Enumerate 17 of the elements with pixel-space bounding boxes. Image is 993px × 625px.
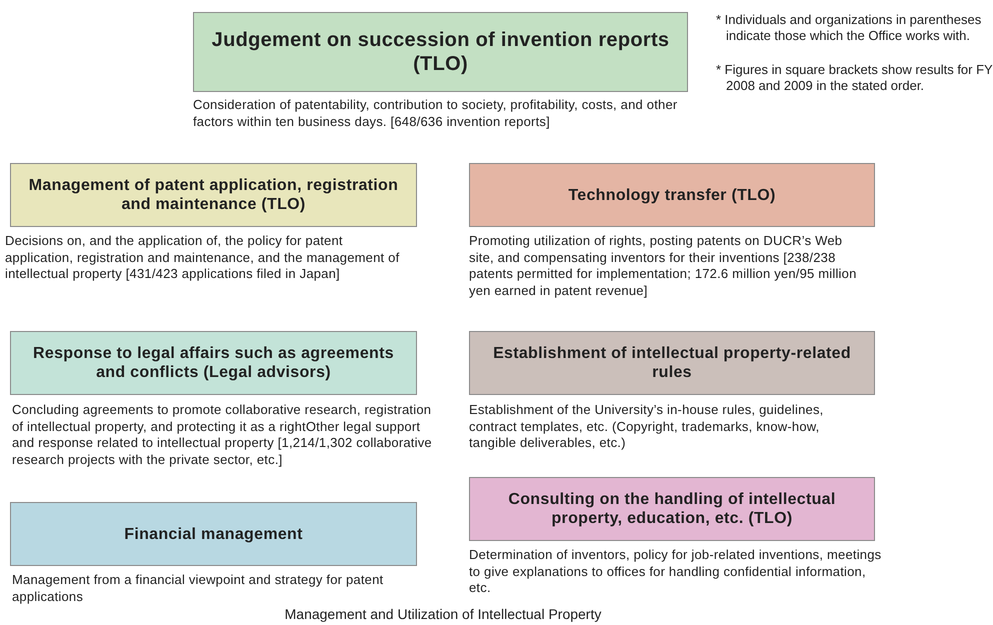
description-text: Management from a financial viewpoint and strategy for patent applications bbox=[12, 572, 384, 605]
heading-box: Judgement on succession of invention reports (TLO) bbox=[193, 12, 688, 92]
footnote-text: * Individuals and organizations in parentheses indicate those which the Office works with. bbox=[716, 12, 982, 43]
description-text: Concluding agreements to promote collaborative research, registration of intellectual property, and protecting it as a rightOther legal support and response related to intellectual property [1,214/1,302 collaborative research projects with the private sector, etc.] bbox=[12, 402, 432, 468]
heading-box: Management of patent application, registration and maintenance (TLO) bbox=[10, 163, 417, 227]
description-text: Decisions on, and the application of, the policy for patent application, registration and maintenance, and the management of intellectual property [431/423 applications filed in Japan] bbox=[5, 233, 400, 282]
description-text: Promoting utilization of rights, posting patents on DUCR’s Web site, and compensating inventors for their inventions [238/238 patents permitted for implementation; 172.6 million yen/95 million yen earned in patent revenue] bbox=[469, 233, 858, 299]
caption-text: Management and Utilization of Intellectual Property bbox=[284, 606, 602, 622]
description-text: Consideration of patentability, contribution to society, profitability, costs, and other factors within ten business days. [648/636 invention reports] bbox=[193, 97, 678, 130]
heading-box: Response to legal affairs such as agreements and conflicts (Legal advisors) bbox=[10, 331, 417, 395]
description-text: Establishment of the University’s in-house rules, guidelines, contract templates, etc. (Copyright, trademarks, know-how, tangible deliverables, etc.) bbox=[469, 402, 824, 452]
footnote-text: * Figures in square brackets show results for FY 2008 and 2009 in the stated order. bbox=[716, 62, 993, 93]
heading-box: Financial management bbox=[10, 502, 417, 566]
description-text: Determination of inventors, policy for job-related inventions, meetings to give explanations to offices for handling confidential information, etc. bbox=[469, 547, 882, 596]
heading-box: Establishment of intellectual property-related rules bbox=[469, 331, 875, 395]
heading-box: Consulting on the handling of intellectual property, education, etc. (TLO) bbox=[469, 477, 875, 541]
heading-box: Technology transfer (TLO) bbox=[469, 163, 875, 227]
